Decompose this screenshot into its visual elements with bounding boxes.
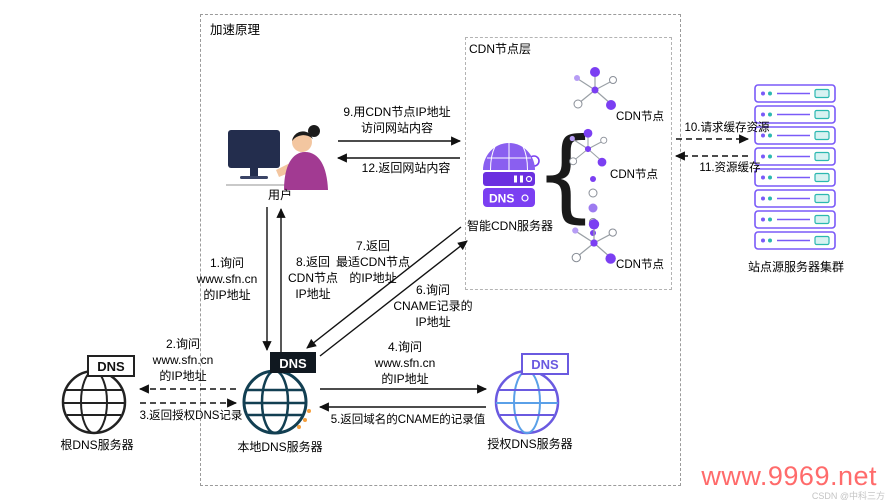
step-6-label: 6.询问 CNAME记录的 IP地址 — [393, 283, 473, 329]
step-10-label: 10.请求缓存资源 — [684, 122, 770, 134]
user-computer-icon — [226, 125, 328, 190]
arrow-step-6 — [319, 240, 468, 357]
arrow-step-7 — [306, 226, 462, 349]
step-11-label: 11.资源缓存 — [699, 162, 761, 174]
watermark-site: www.9969.net — [701, 461, 877, 491]
step-5-label: 5.返回域名的CNAME的记录值 — [330, 414, 486, 426]
smart-cdn-server-icon: DNS — [483, 143, 540, 207]
step-12-label: 12.返回网站内容 — [361, 161, 451, 175]
step-4-label: 4.询问 www.sfn.cn 的IP地址 — [374, 340, 436, 386]
step-7-label: 7.返回 最适CDN节点 的IP地址 — [336, 239, 410, 285]
root-dns-label: 根DNS服务器 — [60, 438, 134, 452]
step-2-label: 2.询问 www.sfn.cn 的IP地址 — [152, 337, 214, 383]
curly-brace: { — [534, 116, 598, 233]
local-dns-globe-icon: DNS — [242, 352, 316, 435]
cdn-node-top-label: CDN节点 — [616, 111, 664, 123]
origin-cluster-label: 站点源服务器集群 — [747, 260, 844, 274]
cdn-node-bottom-label: CDN节点 — [616, 259, 664, 271]
cdn-layer-label: CDN节点层 — [469, 42, 531, 56]
step-9-label: 9.用CDN节点IP地址 访问网站内容 — [343, 105, 451, 135]
user-label: 用户 — [267, 188, 292, 202]
local-dns-badge: DNS — [279, 356, 307, 371]
step-3-label: 3.返回授权DNS记录 — [139, 410, 243, 422]
auth-dns-label: 授权DNS服务器 — [487, 437, 573, 451]
smart-cdn-dns-badge: DNS — [489, 192, 514, 206]
local-dns-label: 本地DNS服务器 — [237, 440, 323, 454]
cdn-node-mid-label: CDN节点 — [610, 169, 658, 181]
smart-cdn-label: 智能CDN服务器 — [467, 219, 553, 233]
diagram-title: 加速原理 — [210, 23, 261, 37]
auth-dns-globe-icon: DNS — [494, 353, 569, 435]
cdn-node-icon — [569, 128, 608, 168]
watermark-credit: CSDN @中科三方 — [811, 491, 885, 500]
step-1-label: 1.询问 www.sfn.cn 的IP地址 — [196, 256, 258, 302]
step-8-label: 8.返回 CDN节点 IP地址 — [288, 255, 338, 301]
acceleration-principle-box — [200, 14, 681, 486]
root-dns-badge: DNS — [97, 359, 125, 374]
auth-dns-badge: DNS — [531, 357, 559, 372]
cdn-node-layer-box — [465, 37, 672, 290]
root-dns-globe-icon: DNS — [61, 355, 135, 435]
cdn-node-icon — [573, 66, 618, 111]
